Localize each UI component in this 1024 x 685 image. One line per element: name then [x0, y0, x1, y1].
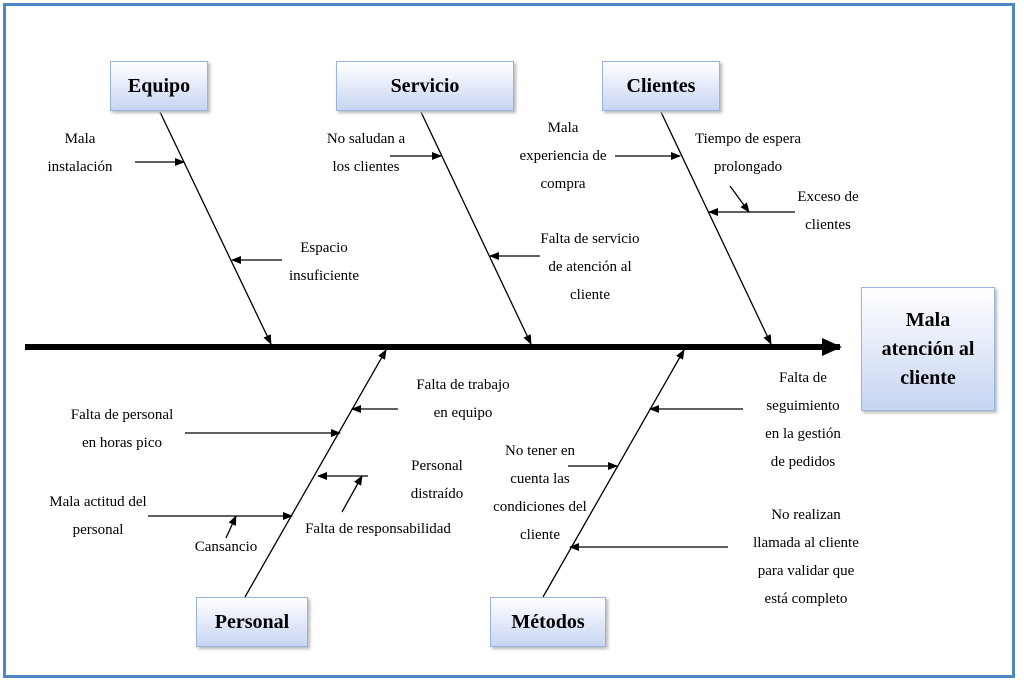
bone-servicio [420, 111, 532, 345]
effect-box: Mala atención al cliente [861, 287, 995, 411]
arrow-falta-responsabilidad [341, 475, 363, 513]
category-equipo: Equipo [110, 61, 208, 111]
effect-line-2: atención al [881, 337, 975, 360]
cause-cansancio: Cansancio [194, 539, 258, 555]
category-personal: Personal [196, 597, 308, 647]
category-metodos: Métodos [490, 597, 606, 647]
arrow-cansancio [225, 515, 237, 539]
category-servicio: Servicio [336, 61, 514, 111]
effect-line-1: Mala [905, 308, 951, 331]
effect-line-3: cliente [900, 366, 956, 389]
bone-personal [244, 349, 387, 598]
diagram-frame [3, 3, 1015, 678]
arrow-tiempo-espera [729, 185, 750, 213]
cause-falta-responsabilidad: Falta de responsabilidad [305, 521, 451, 537]
bone-equipo [159, 111, 272, 345]
category-clientes: Clientes [602, 61, 720, 111]
bone-clientes [660, 111, 772, 345]
bone-metodos [542, 349, 685, 598]
